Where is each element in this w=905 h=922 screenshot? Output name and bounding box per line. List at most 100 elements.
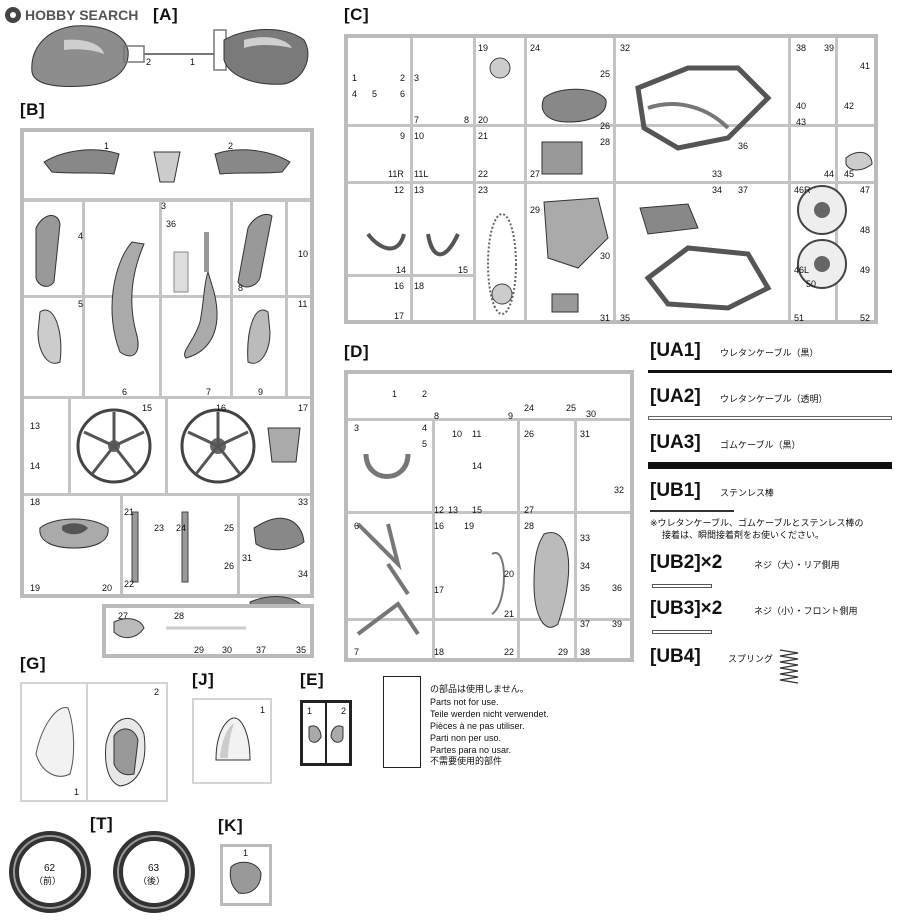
tire-rear: 63 （後）	[112, 830, 196, 914]
d-37: 38	[580, 647, 591, 657]
c-3: 3	[414, 73, 420, 83]
legend-line-3: Teile werden nicht verwendet.	[430, 709, 549, 719]
b-25: 25	[224, 523, 235, 533]
g-divider	[86, 684, 88, 800]
c-37: 37	[738, 185, 749, 195]
b-7: 7	[206, 387, 212, 397]
b-28: 28	[174, 611, 185, 621]
d-5: 5	[422, 439, 428, 449]
ua1-code: [UA1]	[650, 340, 701, 361]
b-14: 14	[30, 461, 41, 471]
c-23: 23	[478, 185, 489, 195]
c-46L: 46L	[794, 265, 810, 275]
d-28: 29	[558, 647, 569, 657]
sprue-a-drawing	[31, 25, 309, 87]
extras-panel: [UA1] ウレタンケーブル（黒） [UA2] ウレタンケーブル（透明） [UA…	[648, 336, 900, 696]
c-27: 27	[530, 169, 541, 179]
c-14: 14	[396, 265, 407, 275]
b-9: 9	[258, 387, 264, 397]
sprue-b-label: [B]	[20, 100, 46, 119]
ua2-code: [UA2]	[650, 386, 701, 407]
legend-line-6: Partes para no usar.	[430, 745, 512, 755]
c-51: 51	[794, 313, 805, 323]
d-11: 11	[472, 429, 482, 439]
c-30: 30	[600, 251, 611, 261]
d-frame-h1	[348, 418, 630, 514]
b-8: 8	[238, 283, 244, 293]
tire-front-icon	[9, 831, 91, 913]
c-19: 19	[478, 43, 489, 53]
d-8: 8	[434, 411, 440, 421]
b-11: 11	[298, 299, 308, 309]
d-6: 6	[354, 521, 360, 531]
d-36: 37	[580, 619, 591, 629]
sprue-b: 1 2 3 36 4 10 8 5 11 6 7 9 15 16 17 13 1…	[20, 128, 314, 635]
b-35: 35	[296, 645, 307, 655]
ub4-desc: スプリング	[728, 655, 774, 665]
b-24: 24	[176, 523, 187, 533]
d-31: 32	[614, 485, 625, 495]
tire-front: 62 （前）	[8, 830, 92, 914]
d-20: 20	[504, 569, 515, 579]
legend-line-1: の部品は使用しません。	[430, 685, 529, 695]
b-31: 31	[242, 553, 253, 563]
d-4: 4	[422, 423, 428, 433]
legend-line-7: 不需要使用的部件	[430, 757, 503, 767]
d-21: 21	[504, 609, 515, 619]
c-7: 7	[414, 115, 420, 125]
g-1: 1	[74, 787, 80, 797]
c-46R: 46R	[794, 185, 811, 195]
b-37: 37	[256, 645, 267, 655]
d-27: 28	[524, 521, 535, 531]
legend-text: の部品は使用しません。 Parts not for use. Teile wer…	[430, 684, 630, 768]
c-8: 8	[464, 115, 470, 125]
legend-line-5: Parti non per uso.	[430, 733, 502, 743]
b-36: 36	[166, 219, 177, 229]
c-12: 12	[394, 185, 405, 195]
logo: HOBBY SEARCH	[4, 6, 154, 24]
c-42: 42	[844, 101, 855, 111]
sprue-k-drawing	[229, 861, 262, 894]
c-6: 6	[400, 89, 406, 99]
c-11R: 11R	[388, 169, 404, 179]
sprue-g: 1 2	[20, 682, 168, 802]
sprue-b-frame-v4	[120, 494, 240, 594]
b-4: 4	[78, 231, 84, 241]
b-16: 16	[216, 403, 227, 413]
d-23: 24	[524, 403, 535, 413]
d-3: 3	[354, 423, 360, 433]
c-50: 50	[806, 279, 817, 289]
sprue-e-label: [E]	[300, 670, 325, 689]
d-14: 14	[472, 461, 483, 471]
d-7: 7	[354, 647, 360, 657]
b-29: 29	[194, 645, 205, 655]
c-17: 17	[394, 311, 405, 321]
sprue-d-label: [D]	[344, 342, 370, 361]
sprue-j-label: [J]	[192, 670, 215, 689]
d-12: 12	[434, 505, 445, 515]
b-18: 18	[30, 497, 41, 507]
b-23: 23	[154, 523, 165, 533]
d-22: 22	[504, 647, 515, 657]
c-48: 48	[860, 225, 871, 235]
c-24: 24	[530, 43, 541, 53]
legend-box	[383, 676, 421, 768]
sprue-j-drawing	[215, 717, 251, 761]
ub3-desc: ネジ（小）・フロント側用	[754, 607, 858, 617]
d-frame-v2	[574, 418, 630, 658]
c-25: 25	[600, 69, 611, 79]
d-34: 35	[580, 583, 591, 593]
d-38: 39	[612, 619, 623, 629]
d-25: 26	[524, 429, 535, 439]
tire-front-sub: （前）	[34, 877, 62, 887]
c-20: 20	[478, 115, 489, 125]
c-52: 52	[860, 313, 871, 323]
c-frame-h2	[348, 274, 476, 278]
tire-front-num: 62	[44, 863, 56, 874]
ua2-cable	[648, 416, 892, 420]
b-20: 20	[102, 583, 113, 593]
ub4-code: [UB4]	[650, 646, 701, 667]
c-40: 40	[796, 101, 807, 111]
b-26: 26	[224, 561, 235, 571]
j-1: 1	[260, 705, 266, 715]
